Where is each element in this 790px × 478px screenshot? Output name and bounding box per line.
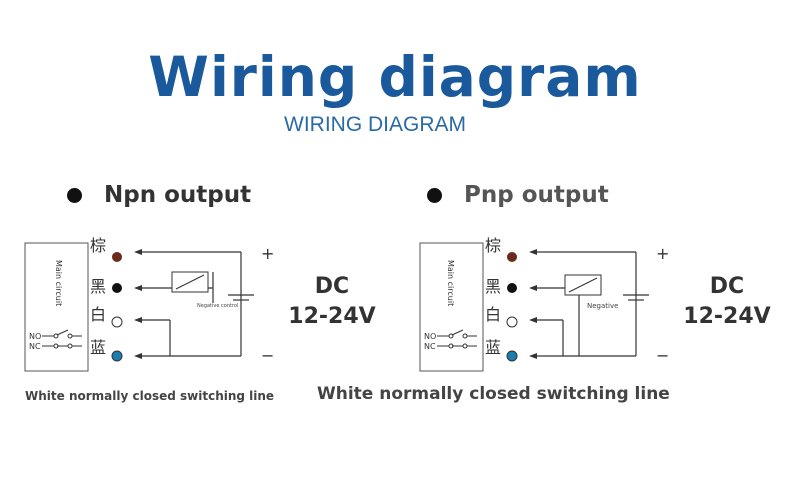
npn-no-label: NO [29,332,41,341]
page-title: Wiring diagram [148,45,642,109]
npn-switch-contacts [42,329,82,349]
pnp-wire-label-white: 白 [485,305,501,324]
pnp-terminal-white [506,316,518,328]
npn-caption: White normally closed switching line [25,389,275,403]
npn-dc-line2: 12-24V [288,304,376,329]
pnp-main-circuit-box [419,242,484,372]
npn-dc-label: DC 12-24V [282,272,382,332]
bullet-dot-icon [67,188,82,203]
pnp-main-circuit-label: Main circuit [446,260,455,306]
pnp-dc-label: DC 12-24V [677,272,777,332]
pnp-wire-label-brown: 棕 [485,236,501,255]
npn-wire-label-brown: 棕 [90,236,106,255]
npn-main-circuit-label: Main circuit [54,260,63,306]
pnp-wiring-diagram: Main circuit NO NC 棕 黑 白 蓝 Negative + − [419,236,669,372]
npn-terminal-brown [112,252,122,262]
pnp-terminal-black [507,283,517,293]
npn-wire-label-white: 白 [90,305,106,324]
npn-plus-sign: + [261,244,274,263]
npn-terminal-black [112,283,122,293]
pnp-heading: Pnp output [427,184,609,207]
npn-wire-label-blue: 蓝 [90,338,106,357]
pnp-terminal-brown [507,252,517,262]
pnp-arrows [529,249,537,359]
pnp-plus-sign: + [656,244,669,263]
pnp-terminal-blue [506,350,518,362]
pnp-load-label: Negative [587,302,618,310]
npn-heading-text: Npn output [104,182,252,208]
pnp-no-label: NO [424,332,436,341]
pnp-dc-line2: 12-24V [683,304,771,329]
page-subtitle: WIRING DIAGRAM [284,113,466,136]
pnp-minus-sign: − [656,346,669,365]
npn-wiring-diagram: Main circuit NO NC 棕 黑 白 蓝 Negative cont… [24,236,274,372]
npn-load-label: Negative control [197,303,238,309]
pnp-wire-label-black: 黑 [485,277,501,296]
pnp-nc-label: NC [424,342,436,351]
npn-arrows [134,249,142,359]
pnp-wires [535,251,649,357]
npn-wire-label-black: 黑 [90,277,106,296]
pnp-switch-contacts [437,329,477,349]
npn-terminal-blue [111,350,123,362]
npn-minus-sign: − [261,346,274,365]
npn-relay-diagonal [175,274,205,290]
npn-terminal-white [111,316,123,328]
bullet-dot-icon [427,188,442,203]
pnp-heading-text: Pnp output [464,182,609,208]
pnp-dc-line1: DC [709,274,745,299]
npn-heading: Npn output [67,184,251,207]
pnp-relay-diagonal [568,277,598,293]
npn-main-circuit-box [24,242,89,372]
pnp-caption: White normally closed switching line [317,384,670,404]
npn-dc-line1: DC [314,274,350,299]
npn-nc-label: NC [29,342,41,351]
pnp-wire-label-blue: 蓝 [485,338,501,357]
